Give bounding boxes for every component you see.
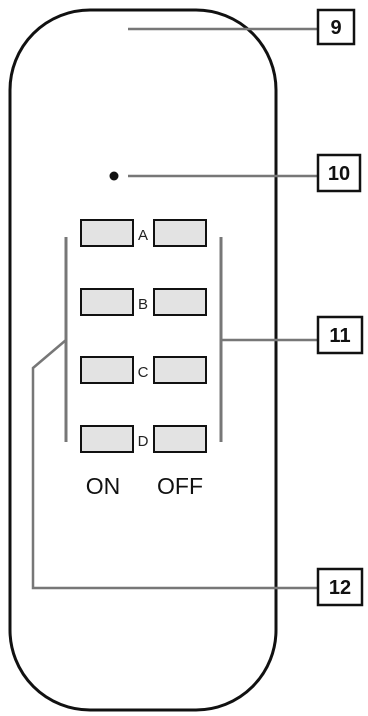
callout-11-number: 11 [329, 325, 350, 347]
remote-body [8, 8, 278, 712]
on-button-a[interactable] [80, 219, 134, 247]
channel-label-b: B [138, 296, 148, 313]
callout-12: 12 [316, 567, 364, 607]
off-column-label: OFF [157, 473, 203, 499]
channel-label-a: A [138, 227, 148, 244]
leader-line-12 [31, 339, 318, 590]
on-button-c[interactable] [80, 356, 134, 384]
button-row-a: A [80, 219, 207, 247]
led-dot-icon [109, 171, 119, 181]
callout-12-number: 12 [329, 577, 351, 599]
channel-label-c: C [138, 364, 149, 381]
off-button-c[interactable] [153, 356, 207, 384]
callout-9-number: 9 [330, 17, 341, 39]
channel-label-d: D [138, 433, 149, 450]
callout-11: 11 [316, 315, 364, 355]
button-row-c: C [80, 356, 207, 384]
off-button-d[interactable] [153, 425, 207, 453]
off-button-a[interactable] [153, 219, 207, 247]
callout-10-number: 10 [328, 163, 350, 185]
on-button-b[interactable] [80, 288, 134, 316]
callout-10: 10 [316, 153, 362, 193]
off-button-b[interactable] [153, 288, 207, 316]
callout-9: 9 [316, 8, 356, 46]
on-column-label: ON [86, 473, 121, 499]
button-row-d: D [80, 425, 207, 453]
on-button-d[interactable] [80, 425, 134, 453]
button-row-b: B [80, 288, 207, 316]
